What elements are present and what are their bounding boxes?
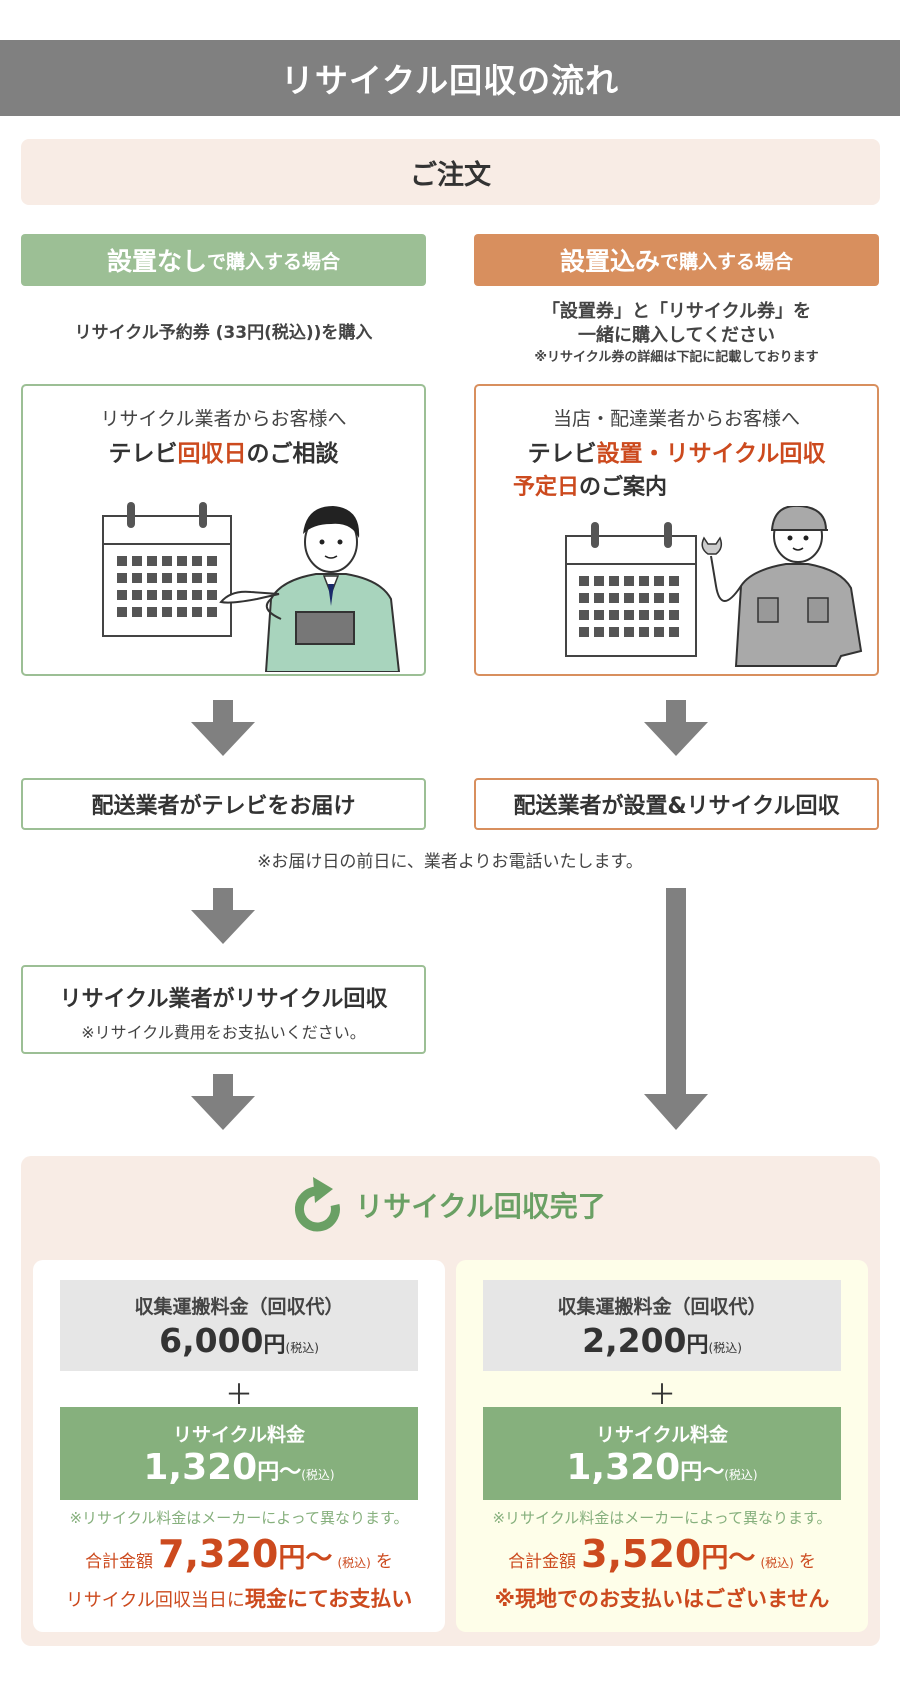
- recycle-fee-box: リサイクル料金 1,320円〜(税込): [60, 1407, 418, 1500]
- collection-fee-amount: 6,000円(税込): [60, 1321, 418, 1360]
- maker-note: ※リサイクル料金はメーカーによって異なります。: [492, 1509, 832, 1527]
- yen-unit: 円: [263, 1333, 286, 1358]
- maker-note: ※リサイクル料金はメーカーによって異なります。: [69, 1509, 409, 1527]
- card-line1: 当店・配達業者からお客様へ: [552, 408, 800, 430]
- case-header-no-install: 設置なし で購入する場合: [21, 234, 426, 286]
- card-text: テレビ: [527, 441, 597, 467]
- case-header-with-install: 設置込み で購入する場合: [474, 234, 879, 286]
- down-arrow-icon: [191, 1074, 255, 1130]
- fee-card-no-install: 収集運搬料金（回収代） 6,000円(税込) ＋ リサイクル料金 1,320円〜…: [33, 1260, 445, 1632]
- down-arrow-icon: [191, 888, 255, 944]
- payment-note: リサイクル回収当日に現金にてお支払い: [33, 1583, 445, 1613]
- recycle-fee-amount: 1,320円〜(税込): [60, 1447, 418, 1488]
- yen-unit: 円〜: [701, 1543, 756, 1574]
- recycle-fee-box: リサイクル料金 1,320円〜(税込): [483, 1407, 841, 1500]
- amount-value: 1,320: [566, 1447, 681, 1488]
- tax-note: (税込): [285, 1341, 319, 1355]
- collection-fee-amount: 2,200円(税込): [483, 1321, 841, 1360]
- phone-call-note: ※お届け日の前日に、業者よりお電話いたします。: [257, 852, 643, 872]
- payment-strong: 現金にてお支払い: [244, 1587, 413, 1611]
- case-header-big: 設置込み: [559, 247, 660, 276]
- card-highlight: 設置・リサイクル回収: [596, 441, 826, 467]
- calendar-worker-illustration: [565, 506, 863, 667]
- payment-pre: リサイクル回収当日に: [65, 1590, 245, 1611]
- note-line: 「設置券」と「リサイクル券」を: [541, 301, 812, 322]
- step-title: リサイクル業者がリサイクル回収: [59, 987, 388, 1012]
- total-label: 合計金額: [508, 1552, 577, 1572]
- card-line3: 予定日のご案内: [513, 469, 667, 501]
- calendar-staff-illustration: [102, 502, 401, 672]
- calendar-icon: [565, 522, 697, 657]
- card-text: テレビ: [108, 441, 178, 467]
- fee-card-with-install: 収集運搬料金（回収代） 2,200円(税込) ＋ リサイクル料金 1,320円〜…: [456, 1260, 868, 1632]
- calendar-icon: [102, 502, 232, 637]
- particle: を: [375, 1552, 393, 1572]
- total-label: 合計金額: [85, 1552, 154, 1572]
- worker-with-wrench-icon: [701, 506, 863, 667]
- amount-value: 6,000: [159, 1321, 264, 1360]
- plus-sign: ＋: [224, 1378, 253, 1411]
- collection-fee-box: 収集運搬料金（回収代） 2,200円(税込): [483, 1280, 841, 1371]
- step-install-recycle: 配送業者が設置&リサイクル回収: [474, 778, 879, 830]
- down-arrow-icon: [644, 700, 708, 756]
- total-value: 3,520: [581, 1532, 702, 1576]
- page-title: リサイクル回収の流れ: [0, 40, 900, 116]
- yen-unit: 円〜: [680, 1460, 725, 1485]
- total-value: 7,320: [158, 1532, 279, 1576]
- purchase-note-right: 「設置券」と「リサイクル券」を 一緒に購入してください ※リサイクル券の詳細は下…: [474, 300, 879, 368]
- long-down-arrow-icon: [644, 888, 708, 1130]
- step-recycle-collection: リサイクル業者がリサイクル回収 ※リサイクル費用をお支払いください。: [21, 965, 426, 1054]
- order-step: ご注文: [21, 139, 880, 205]
- collection-fee-box: 収集運搬料金（回収代） 6,000円(税込): [60, 1280, 418, 1371]
- collection-fee-label: 収集運搬料金（回収代）: [134, 1296, 344, 1318]
- tax-note: (税込): [337, 1556, 371, 1570]
- step-delivery: 配送業者がテレビをお届け: [21, 778, 426, 830]
- case-header-big: 設置なし: [106, 247, 207, 276]
- completion-label: リサイクル回収完了: [355, 1190, 606, 1223]
- recycle-fee-label: リサイクル料金: [595, 1424, 729, 1446]
- tax-note: (税込): [760, 1556, 794, 1570]
- step-note: ※リサイクル費用をお支払いください。: [81, 1023, 366, 1042]
- particle: を: [798, 1552, 816, 1572]
- tax-note: (税込): [708, 1341, 742, 1355]
- yen-unit: 円〜: [278, 1543, 333, 1574]
- tax-note: (税込): [724, 1468, 758, 1482]
- amount-value: 2,200: [582, 1321, 687, 1360]
- yen-unit: 円〜: [257, 1460, 302, 1485]
- payment-strong: ※現地でのお支払いはございません: [494, 1587, 830, 1611]
- completion-title: リサイクル回収完了: [21, 1170, 880, 1240]
- amount-value: 1,320: [143, 1447, 258, 1488]
- case-header-small: で購入する場合: [207, 250, 341, 273]
- plus-sign: ＋: [647, 1378, 676, 1411]
- schedule-card-right: 当店・配達業者からお客様へ テレビ設置・リサイクル回収 予定日のご案内: [474, 384, 879, 676]
- schedule-card-left: リサイクル業者からお客様へ テレビ回収日のご相談: [21, 384, 426, 676]
- case-header-small: で購入する場合: [660, 250, 794, 273]
- yen-unit: 円: [686, 1333, 709, 1358]
- card-text: のご相談: [246, 441, 339, 467]
- down-arrow-icon: [191, 700, 255, 756]
- note-sub: ※リサイクル券の詳細は下記に記載しております: [534, 350, 819, 365]
- card-highlight: 回収日: [177, 441, 247, 467]
- note-line: 一緒に購入してください: [578, 325, 775, 346]
- recycle-fee-label: リサイクル料金: [172, 1424, 306, 1446]
- tax-note: (税込): [301, 1468, 335, 1482]
- card-text: のご案内: [579, 475, 668, 500]
- recycle-fee-amount: 1,320円〜(税込): [483, 1447, 841, 1488]
- purchase-note-left: リサイクル予約券 (33円(税込))を購入: [74, 323, 373, 343]
- card-line1: リサイクル業者からお客様へ: [100, 408, 347, 430]
- collection-fee-label: 収集運搬料金（回収代）: [557, 1296, 767, 1318]
- staff-person-icon: [219, 506, 401, 672]
- total-amount: 合計金額 3,520円〜 (税込) を: [456, 1532, 868, 1576]
- recycle-arrow-icon: [295, 1177, 341, 1232]
- total-amount: 合計金額 7,320円〜 (税込) を: [33, 1532, 445, 1576]
- payment-note: ※現地でのお支払いはございません: [456, 1583, 868, 1613]
- card-line2: テレビ回収日のご相談: [23, 434, 424, 468]
- card-highlight: 予定日: [513, 475, 580, 500]
- card-line2: テレビ設置・リサイクル回収: [476, 434, 877, 468]
